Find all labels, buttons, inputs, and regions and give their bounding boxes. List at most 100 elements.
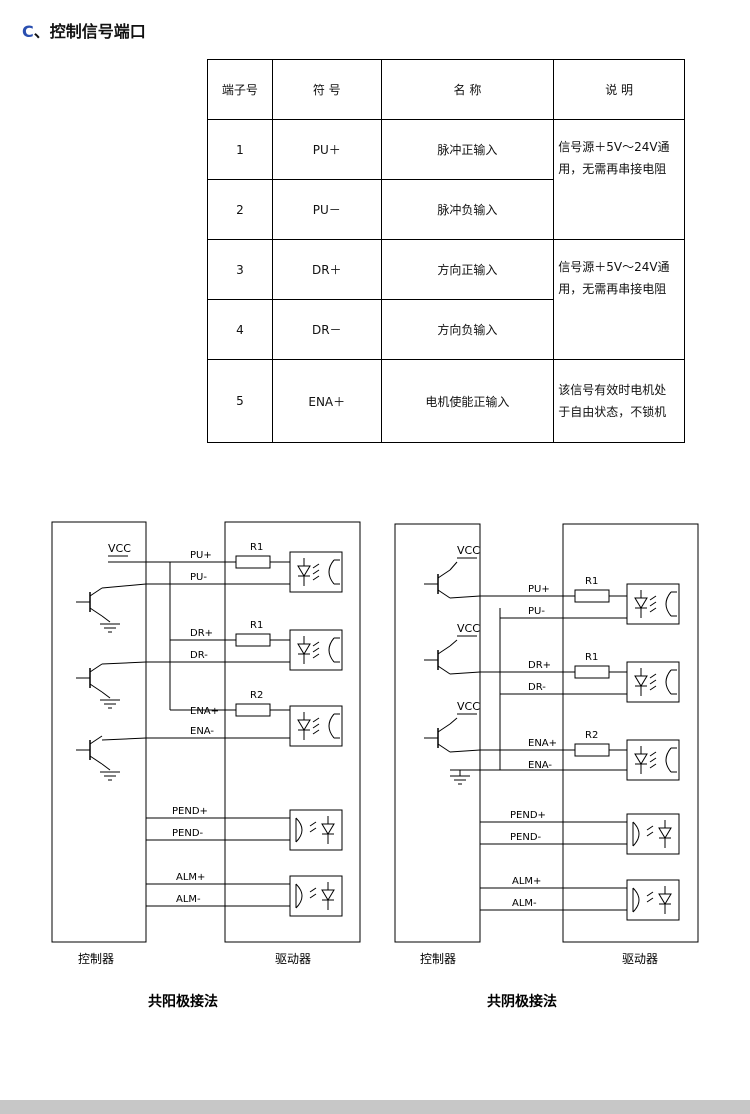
- signal-label: ALM+: [512, 876, 541, 887]
- header-terminal: 端子号: [207, 59, 273, 120]
- cell-name: 电机使能正输入: [380, 359, 555, 443]
- ground-symbol: [99, 623, 121, 633]
- signal-label: DR-: [528, 682, 546, 693]
- optocoupler: [289, 629, 343, 671]
- resistor: [574, 665, 610, 679]
- header-name: 名 称: [380, 59, 555, 120]
- signal-label: PU+: [190, 550, 212, 561]
- desc-line: 信号源＋5V～24V通: [558, 139, 670, 154]
- cell-terminal: 4: [207, 299, 273, 360]
- desc-line: 于自由状态，不锁机: [558, 405, 667, 419]
- controller-box: [394, 523, 481, 943]
- cell-symbol: DR＋: [271, 239, 382, 300]
- resistor: [574, 743, 610, 757]
- table-row: 5 ENA＋ 电机使能正输入 该信号有效时电机处于自由状态，不锁机: [207, 359, 685, 443]
- transistor: [75, 735, 103, 765]
- vcc-label: VCC: [457, 700, 480, 713]
- signal-label: DR-: [190, 650, 208, 661]
- desc-line: 该信号有效时电机处: [558, 383, 667, 397]
- vcc-label: VCC: [457, 544, 480, 557]
- cell-name: 方向负输入: [380, 299, 555, 360]
- resistor-label: R2: [585, 730, 598, 741]
- optocoupler: [626, 739, 680, 781]
- wiring-diagrams: VCC R1 PU+ PU- R1 DR+ DR- R2: [51, 521, 699, 1010]
- cell-terminal: 3: [207, 239, 273, 300]
- cell-description: 该信号有效时电机处于自由状态，不锁机: [553, 359, 685, 443]
- desc-line: 用，无需再串接电阻: [558, 281, 667, 296]
- driver-box: [562, 523, 699, 943]
- table-row: 2 PU－ 脉冲负输入: [207, 179, 685, 240]
- optocoupler: [626, 583, 680, 625]
- cell-name: 脉冲负输入: [380, 179, 555, 240]
- signal-label: ENA+: [528, 738, 557, 749]
- signal-label: PEND-: [172, 828, 204, 839]
- signal-label: DR+: [528, 660, 551, 671]
- transistor: [75, 587, 103, 617]
- diagram-caption: 共阴极接法: [487, 993, 557, 1010]
- signal-label: ALM-: [176, 894, 201, 905]
- resistor: [235, 555, 271, 569]
- diagram-caption: 共阳极接法: [148, 993, 218, 1010]
- desc-line: 用，无需再串接电阻: [558, 161, 667, 176]
- table-header-row: 端子号 符 号 名 称 说 明: [207, 59, 685, 120]
- signal-label: ENA+: [190, 706, 219, 717]
- cell-name: 脉冲正输入: [380, 119, 555, 180]
- cell-symbol: PU－: [271, 179, 382, 240]
- optocoupler: [626, 879, 680, 921]
- cell-name: 方向正输入: [380, 239, 555, 300]
- signal-label: PEND+: [510, 810, 546, 821]
- controller-box: [51, 521, 147, 943]
- optocoupler: [289, 551, 343, 593]
- cell-description: 信号源＋5V～24V通用，无需再串接电阻: [553, 119, 685, 240]
- controller-label: 控制器: [420, 952, 456, 966]
- optocoupler: [289, 809, 343, 851]
- resistor-label: R1: [250, 542, 263, 553]
- optocoupler: [289, 705, 343, 747]
- header-description: 说 明: [553, 59, 685, 120]
- resistor-label: R1: [585, 576, 598, 587]
- cell-symbol: DR－: [271, 299, 382, 360]
- cell-symbol: PU＋: [271, 119, 382, 180]
- resistor-label: R1: [585, 652, 598, 663]
- section-letter: C: [22, 22, 34, 41]
- resistor: [235, 633, 271, 647]
- optocoupler: [626, 813, 680, 855]
- cell-terminal: 2: [207, 179, 273, 240]
- desc-line: 信号源＋5V～24V通: [558, 259, 670, 274]
- signal-label: ENA-: [528, 760, 552, 771]
- ground-symbol: [449, 775, 471, 785]
- table-row: 4 DR－ 方向负输入: [207, 299, 685, 360]
- resistor: [235, 703, 271, 717]
- table-row: 1 PU＋ 脉冲正输入 信号源＋5V～24V通用，无需再串接电阻: [207, 119, 685, 240]
- signal-label: ALM-: [512, 898, 537, 909]
- driver-label: 驱动器: [275, 952, 311, 966]
- transistor: [423, 569, 451, 599]
- optocoupler: [289, 875, 343, 917]
- resistor-label: R1: [250, 620, 263, 631]
- ground-symbol: [99, 699, 121, 709]
- transistor: [75, 663, 103, 693]
- common-cathode-diagram: VCC R1 PU+ PU- VCC R1 DR+ DR- VCC: [394, 523, 699, 1010]
- optocoupler: [626, 661, 680, 703]
- signal-label: PEND-: [510, 832, 542, 843]
- section-title-text: 、控制信号端口: [33, 22, 146, 41]
- section-title: C、控制信号端口: [22, 18, 146, 42]
- signal-label: PU-: [528, 606, 545, 617]
- signal-label: PEND+: [172, 806, 208, 817]
- table-row: 3 DR＋ 方向正输入 信号源＋5V～24V通用，无需再串接电阻: [207, 239, 685, 360]
- cell-terminal: 5: [207, 359, 273, 443]
- signal-label: PU-: [190, 572, 207, 583]
- transistor: [423, 645, 451, 675]
- resistor: [574, 589, 610, 603]
- transistor: [423, 723, 451, 753]
- cell-terminal: 1: [207, 119, 273, 180]
- control-signal-table: 端子号 符 号 名 称 说 明 1 PU＋ 脉冲正输入 信号源＋5V～24V通用…: [207, 59, 685, 443]
- signal-label: PU+: [528, 584, 550, 595]
- footer-divider: [0, 1100, 750, 1114]
- controller-label: 控制器: [78, 952, 114, 966]
- common-anode-diagram: VCC R1 PU+ PU- R1 DR+ DR- R2: [51, 521, 361, 1010]
- signal-label: ENA-: [190, 726, 214, 737]
- resistor-label: R2: [250, 690, 263, 701]
- driver-box: [224, 521, 361, 943]
- signal-label: DR+: [190, 628, 213, 639]
